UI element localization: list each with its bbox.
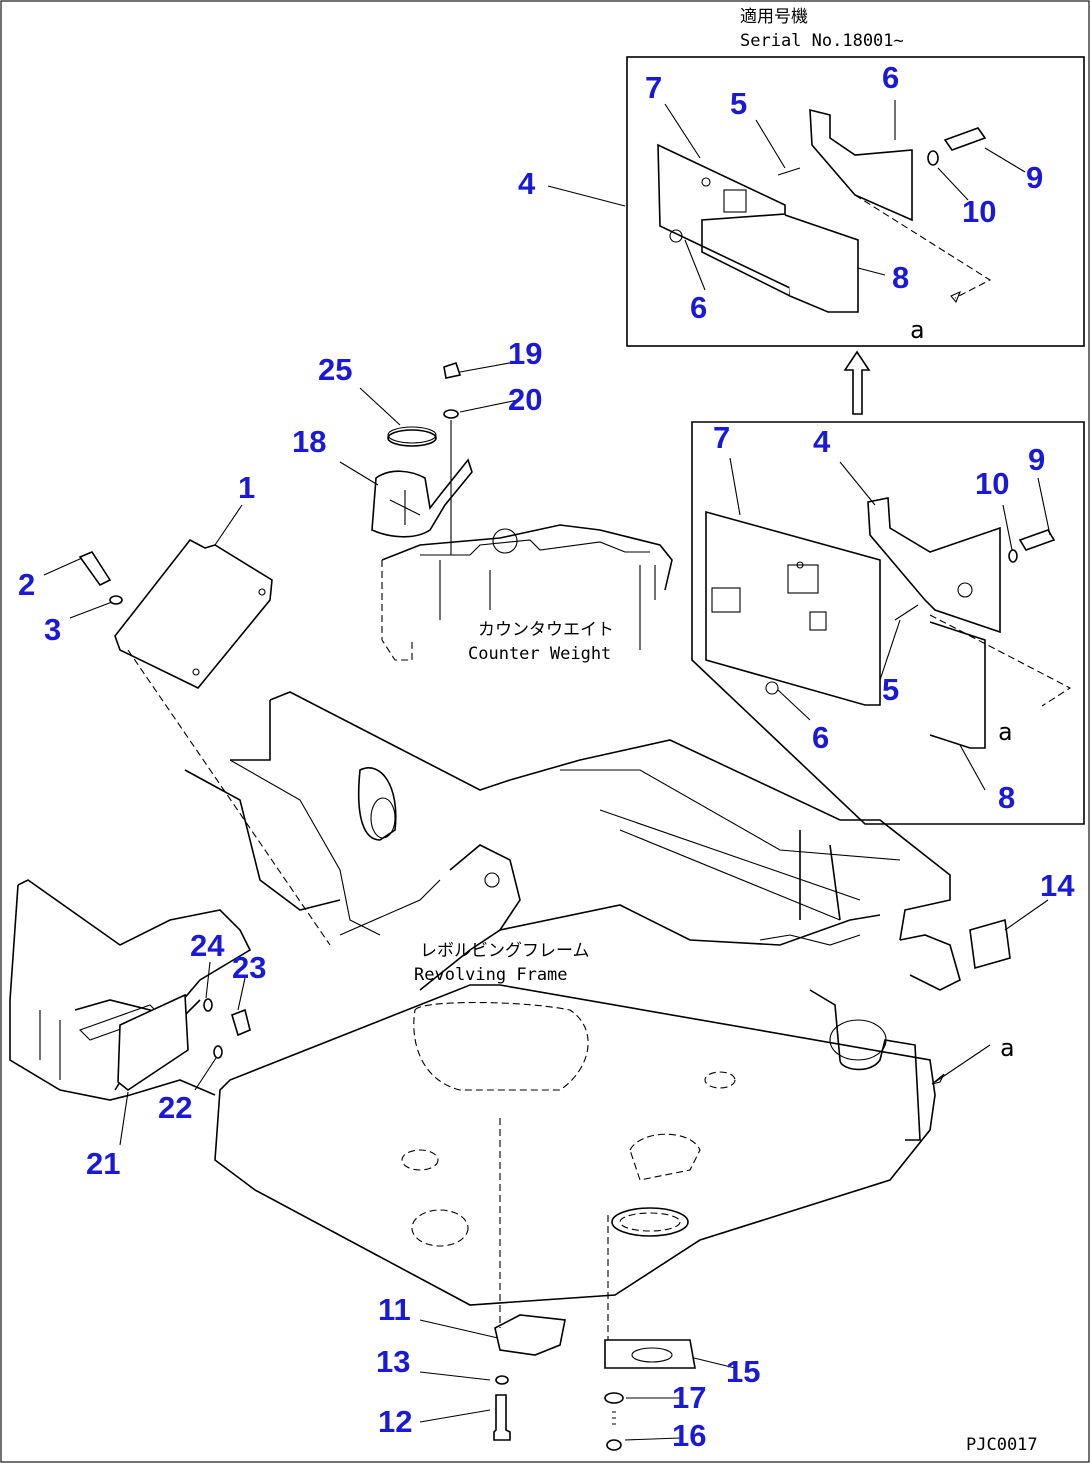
- bolt-9-top: [943, 127, 987, 151]
- counterweight-label-jp: カウンタウエイト: [478, 620, 614, 640]
- callout-3: 3: [44, 612, 61, 647]
- cover-14: [969, 918, 1011, 970]
- bolt-16: [606, 1439, 622, 1451]
- washer-13: [495, 1375, 509, 1385]
- cap-19: [443, 361, 462, 379]
- callout-24: 24: [190, 928, 225, 963]
- callout-5-top: 5: [730, 86, 747, 121]
- callout-19: 19: [508, 336, 542, 371]
- washer-10-mid: [1008, 549, 1018, 563]
- frame-label-en: Revolving Frame: [414, 965, 568, 985]
- callout-22: 22: [158, 1090, 192, 1125]
- frame-label-jp: レボルビングフレーム: [420, 941, 590, 961]
- callout-7-mid: 7: [713, 420, 730, 455]
- lower-parts: [203, 918, 1011, 1451]
- callout-20: 20: [508, 382, 542, 417]
- callout-16: 16: [672, 1418, 706, 1453]
- cover-8-mid: [929, 621, 986, 749]
- cover-1-assembly: [78, 538, 331, 946]
- revolving-frame: レボルビングフレーム Revolving Frame a: [9, 691, 1014, 1306]
- bolt-12: [493, 1394, 511, 1441]
- drawing-code: PJC0017: [966, 1435, 1038, 1455]
- callout-12: 12: [378, 1404, 412, 1439]
- callout-9-top: 9: [1026, 160, 1043, 195]
- callout-5-mid: 5: [882, 672, 899, 707]
- serial-label-en: Serial No.18001~: [740, 31, 904, 51]
- serial-label-jp: 適用号機: [740, 7, 808, 27]
- callout-4-top: 4: [518, 166, 536, 201]
- bolt-9-mid: [1018, 529, 1056, 551]
- cover-8-top: [784, 214, 859, 313]
- view-marker-top: a: [910, 316, 924, 344]
- view-marker-mid: a: [998, 718, 1012, 746]
- callout-8-mid: 8: [998, 780, 1015, 815]
- callout-2: 2: [18, 567, 35, 602]
- callout-6-top-b: 6: [690, 290, 707, 325]
- callout-8-top: 8: [892, 260, 909, 295]
- callout-4-mid: 4: [813, 424, 831, 459]
- counterweight-label-en: Counter Weight: [468, 644, 611, 664]
- washer-17: [604, 1392, 624, 1404]
- washer-10-top: [927, 150, 939, 166]
- callout-13: 13: [376, 1344, 410, 1379]
- callout-17: 17: [672, 1380, 706, 1415]
- callout-10-top: 10: [962, 194, 996, 229]
- callout-6-top-a: 6: [882, 60, 899, 95]
- counterweight-assembly: カウンタウエイト Counter Weight: [371, 361, 673, 664]
- callout-9-mid: 9: [1028, 442, 1045, 477]
- callout-10-mid: 10: [975, 466, 1009, 501]
- callout-14: 14: [1040, 868, 1075, 903]
- detail-box-standard: a: [691, 421, 1085, 825]
- plate-7-top: [657, 143, 791, 298]
- bracket-4-mid: [867, 497, 1001, 634]
- cover-11: [494, 1314, 566, 1356]
- callout-25: 25: [318, 352, 352, 387]
- washer-24: [203, 998, 213, 1012]
- callout-18: 18: [292, 424, 326, 459]
- callout-7-top: 7: [645, 70, 662, 105]
- washer-3: [109, 595, 123, 605]
- ring-25: [387, 429, 437, 447]
- callout-11: 11: [378, 1292, 411, 1327]
- cover-18: [371, 458, 473, 538]
- callout-15: 15: [726, 1354, 760, 1389]
- leader-lines: [43, 100, 1051, 1441]
- callout-23: 23: [232, 950, 266, 985]
- callout-numbers: 7 5 6 4 9 10 8 6 7 4 9 10 5 6 8 19 20 25…: [18, 60, 1075, 1453]
- bolt-23: [231, 1008, 251, 1037]
- plate-7-mid: [705, 510, 881, 706]
- washer-20: [443, 409, 459, 419]
- detail-box-serial-variant: 適用号機 Serial No.18001~ a: [626, 7, 1085, 415]
- bracket-6-top: [809, 108, 913, 222]
- callout-1: 1: [238, 470, 255, 505]
- bolt-2: [78, 551, 112, 587]
- cover-15: [604, 1339, 696, 1369]
- callout-21: 21: [86, 1146, 120, 1181]
- washer-22: [213, 1045, 223, 1059]
- cover-1: [114, 538, 273, 690]
- callout-6-mid: 6: [812, 720, 829, 755]
- view-marker-frame: a: [1000, 1034, 1014, 1062]
